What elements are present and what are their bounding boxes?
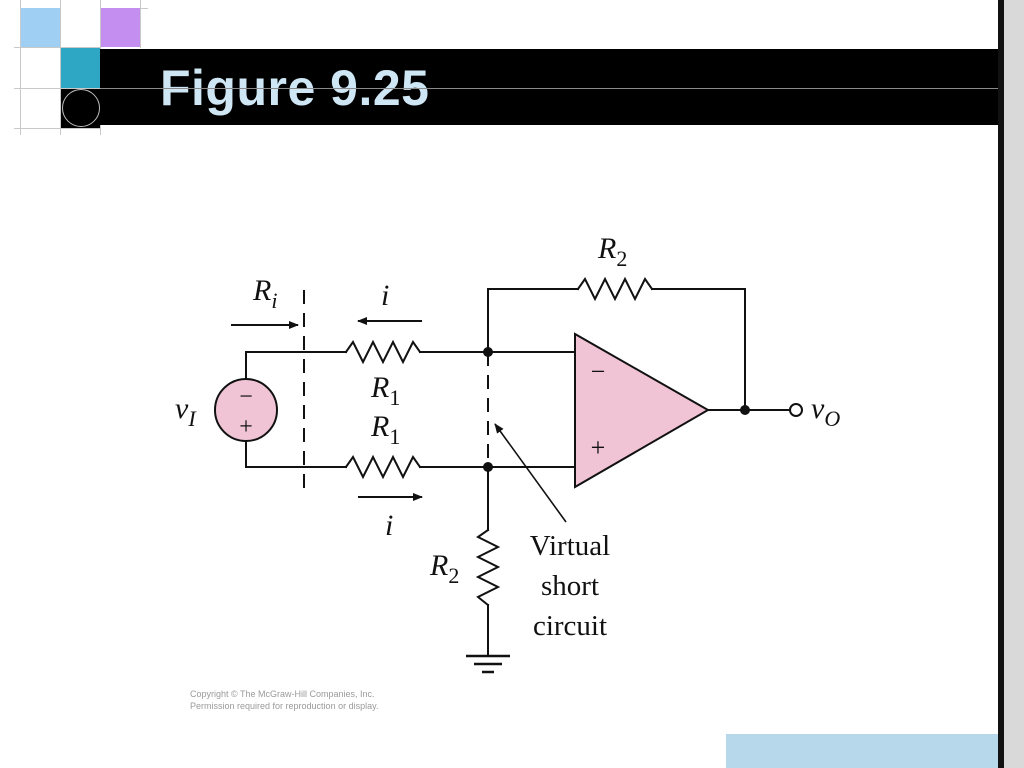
source-minus-sign: − xyxy=(239,384,253,410)
opamp-minus-sign: − xyxy=(591,357,606,386)
wire-feedback-right xyxy=(651,288,746,411)
copyright-notice: Copyright © The McGraw-Hill Companies, I… xyxy=(190,688,378,712)
label-i-top: i xyxy=(381,279,389,312)
resistor-r1-bottom xyxy=(344,454,422,480)
decor-square-purple xyxy=(101,8,140,47)
label-vo: vO xyxy=(811,392,840,431)
junction-dot xyxy=(483,462,493,472)
voltage-source xyxy=(214,378,278,442)
junction-dot xyxy=(740,405,750,415)
label-circuit: circuit xyxy=(533,610,607,642)
wire-source-top xyxy=(245,351,347,381)
label-r1-bottom: R1 xyxy=(370,410,400,449)
label-ri: Ri xyxy=(252,274,277,313)
source-plus-sign: + xyxy=(239,414,253,440)
label-short: short xyxy=(541,570,599,602)
junction-dot xyxy=(483,347,493,357)
decor-square-blue xyxy=(21,8,60,47)
title-bar xyxy=(100,49,998,125)
grid-line xyxy=(14,88,100,89)
grid-line xyxy=(20,0,21,135)
corner-accent-box xyxy=(726,734,998,768)
output-terminal xyxy=(789,403,803,417)
label-r2-top: R2 xyxy=(597,232,627,271)
label-r2-bottom: R2 xyxy=(429,549,459,588)
label-r1-top: R1 xyxy=(370,371,400,410)
label-i-bottom: i xyxy=(385,509,393,542)
copyright-line-2: Permission required for reproduction or … xyxy=(190,701,379,711)
grid-line xyxy=(14,47,100,48)
op-amp xyxy=(574,332,711,489)
label-virtual: Virtual xyxy=(530,530,610,562)
slide-right-edge xyxy=(998,0,1004,768)
decor-square-teal xyxy=(61,48,100,88)
title-underline xyxy=(100,88,998,89)
grid-line xyxy=(60,0,61,135)
wire-feedback xyxy=(487,288,579,353)
decor-circle-icon xyxy=(62,89,100,127)
label-vi: vI xyxy=(175,392,197,431)
ground-icon xyxy=(466,654,510,674)
grid-line xyxy=(14,128,100,129)
slide-right-shadow xyxy=(1004,0,1024,768)
resistor-r2-bottom xyxy=(475,528,501,607)
wire-source-bottom xyxy=(245,439,347,468)
arrow-virtual-short xyxy=(494,423,567,523)
grid-line xyxy=(140,0,141,48)
opamp-plus-sign: + xyxy=(591,433,606,462)
resistor-r2-top xyxy=(576,276,654,302)
resistor-r1-top xyxy=(344,339,422,365)
copyright-line-1: Copyright © The McGraw-Hill Companies, I… xyxy=(190,689,375,699)
